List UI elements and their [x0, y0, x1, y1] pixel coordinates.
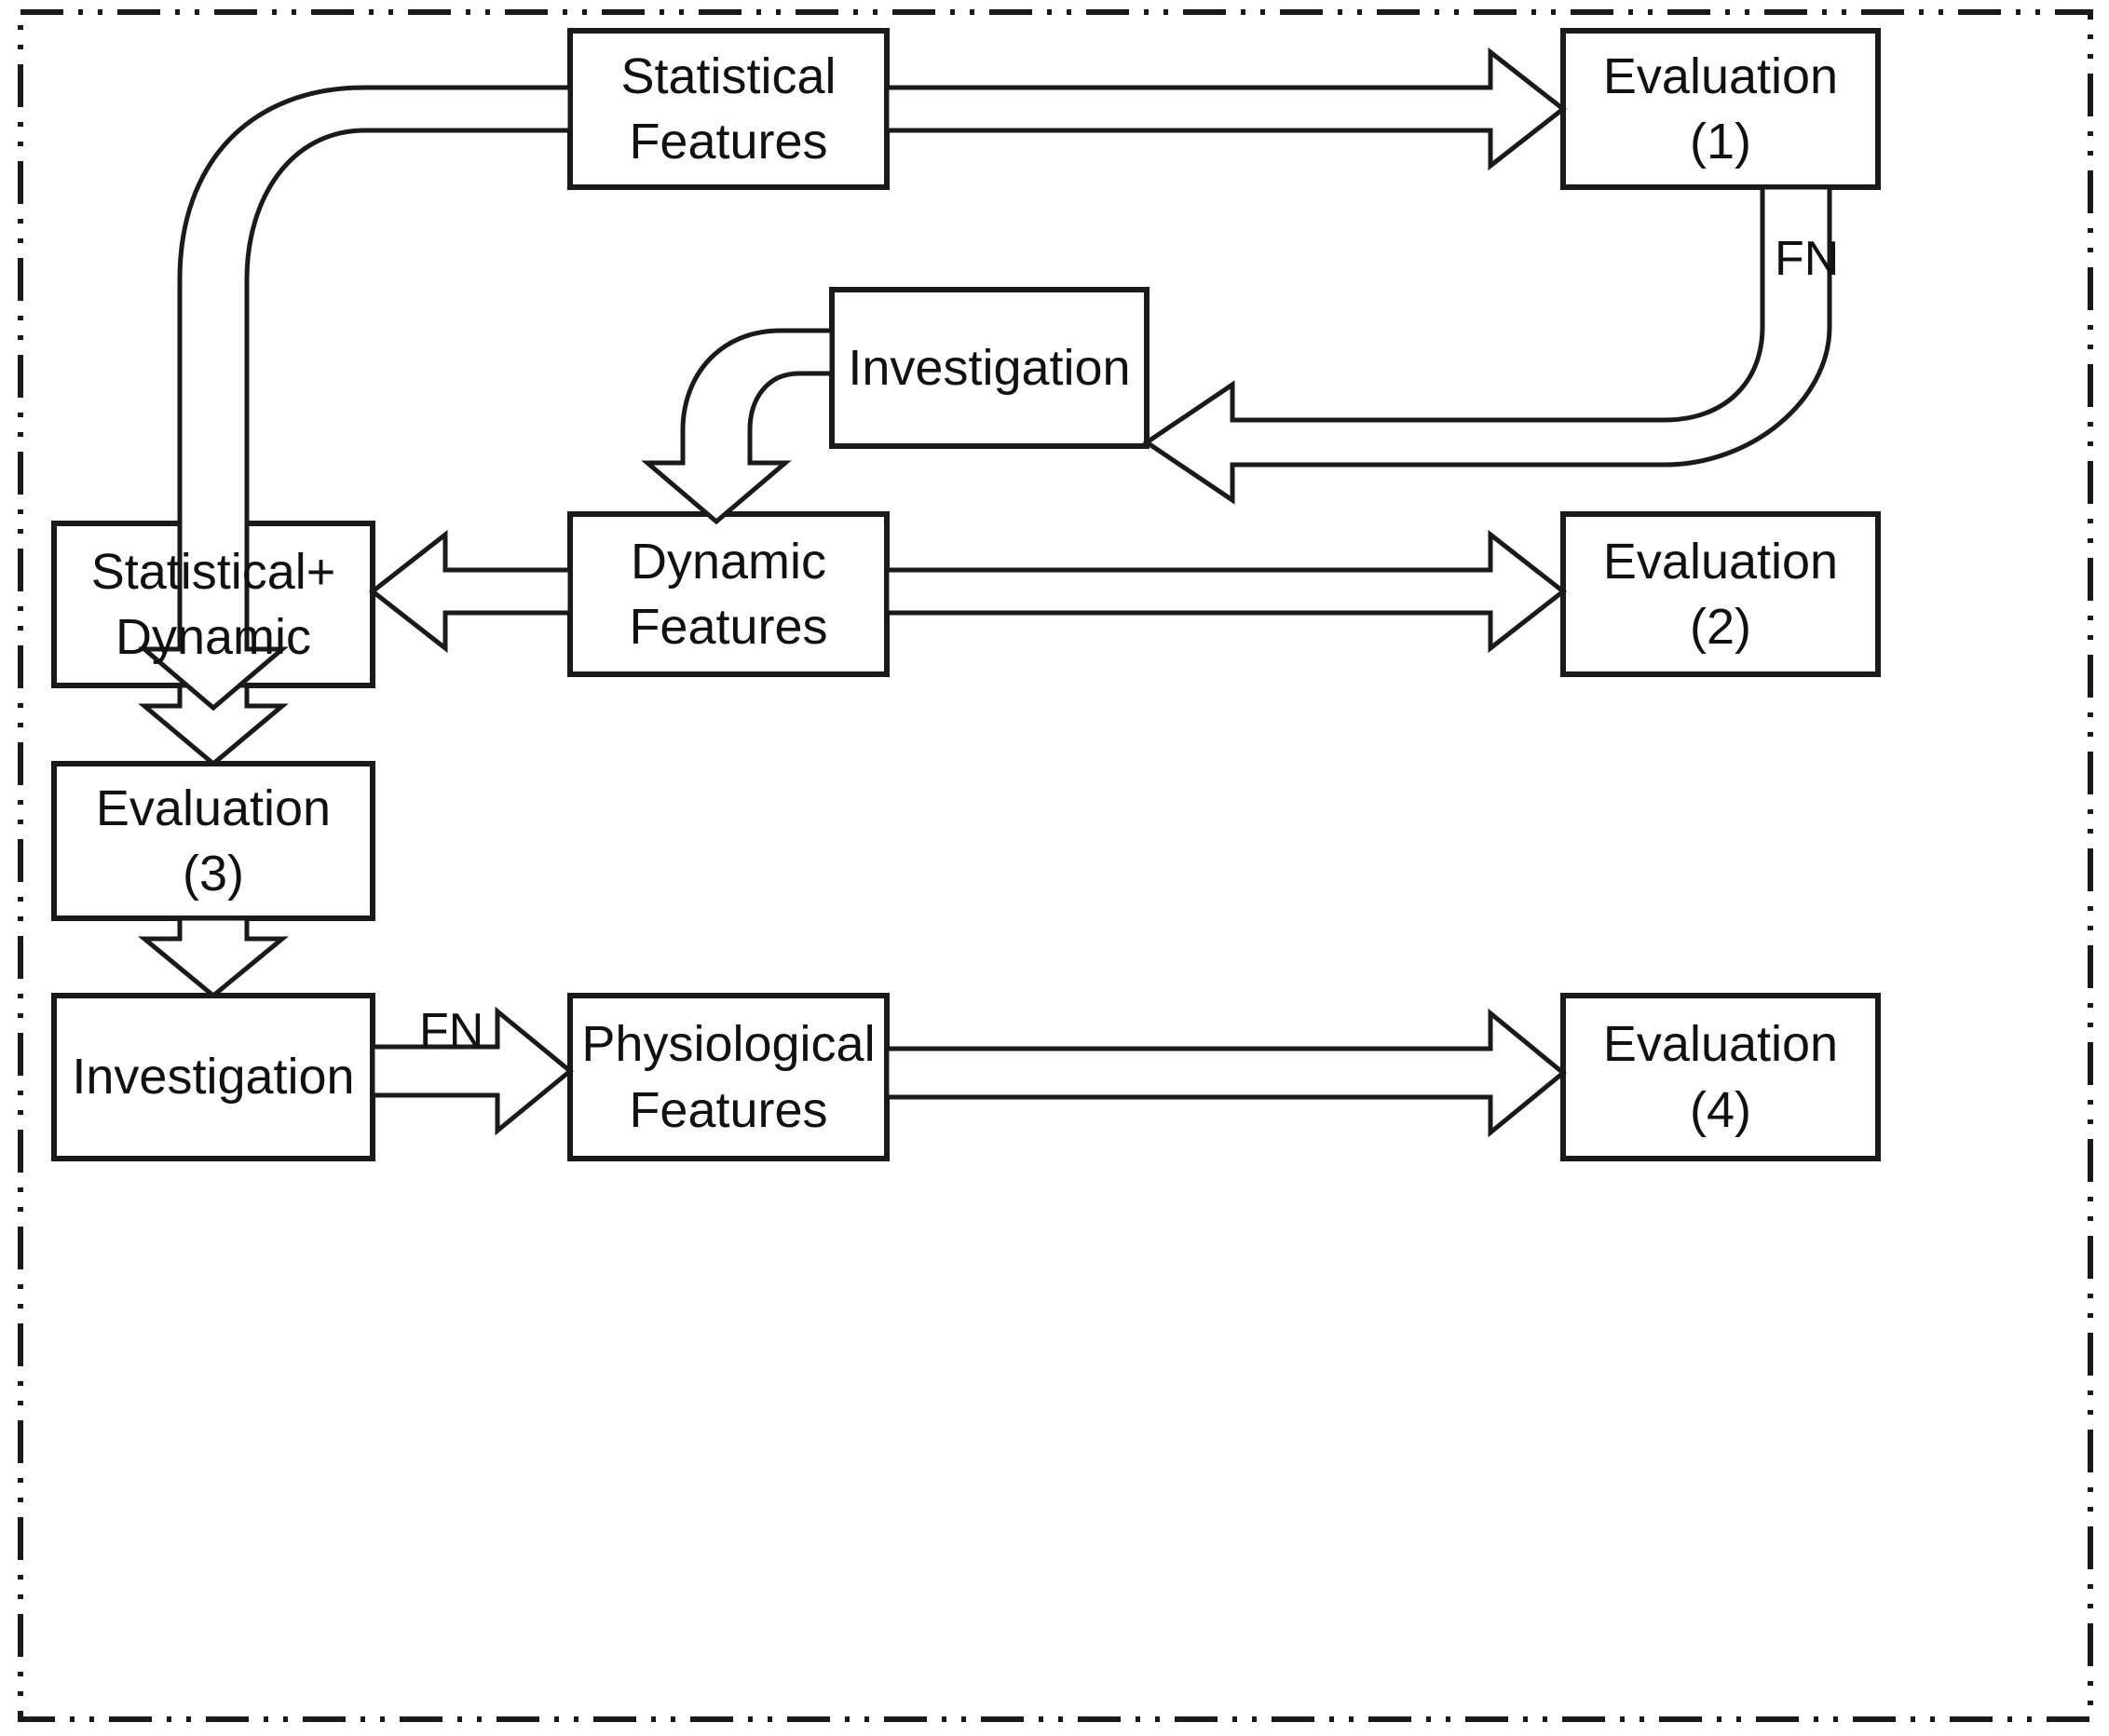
node-dynamic-features[interactable]: [567, 511, 890, 677]
node-investigation-bottom[interactable]: [51, 993, 375, 1161]
arrow-statistical-to-statistical-dynamic: [138, 85, 573, 712]
arrow-investigation-to-physiological: [370, 1006, 574, 1136]
arrow-evaluation-3-to-investigation: [138, 915, 289, 999]
edge-label-fn-investigation: FN: [419, 1004, 484, 1058]
node-evaluation-3[interactable]: [51, 761, 375, 921]
outer-frame: [18, 9, 2093, 1722]
edge-label-fn-eval1: FN: [1775, 232, 1840, 286]
node-evaluation-2[interactable]: [1560, 511, 1881, 677]
arrow-evaluation-1-to-investigation: [1142, 184, 1832, 505]
arrow-dynamic-to-statistical-dynamic: [368, 529, 573, 654]
arrow-dynamic-to-evaluation-2: [884, 529, 1568, 654]
arrow-statistical-dynamic-to-evaluation-3: [138, 683, 289, 767]
node-evaluation-4[interactable]: [1560, 993, 1881, 1161]
arrow-statistical-to-evaluation-1: [884, 47, 1568, 171]
node-statistical-features[interactable]: [567, 28, 890, 190]
node-evaluation-1[interactable]: [1560, 28, 1881, 190]
node-physiological-features[interactable]: [567, 993, 890, 1161]
arrow-investigation-to-dynamic: [641, 328, 835, 525]
node-investigation-top[interactable]: [829, 287, 1150, 449]
arrow-physiological-to-evaluation-4: [884, 1008, 1567, 1138]
